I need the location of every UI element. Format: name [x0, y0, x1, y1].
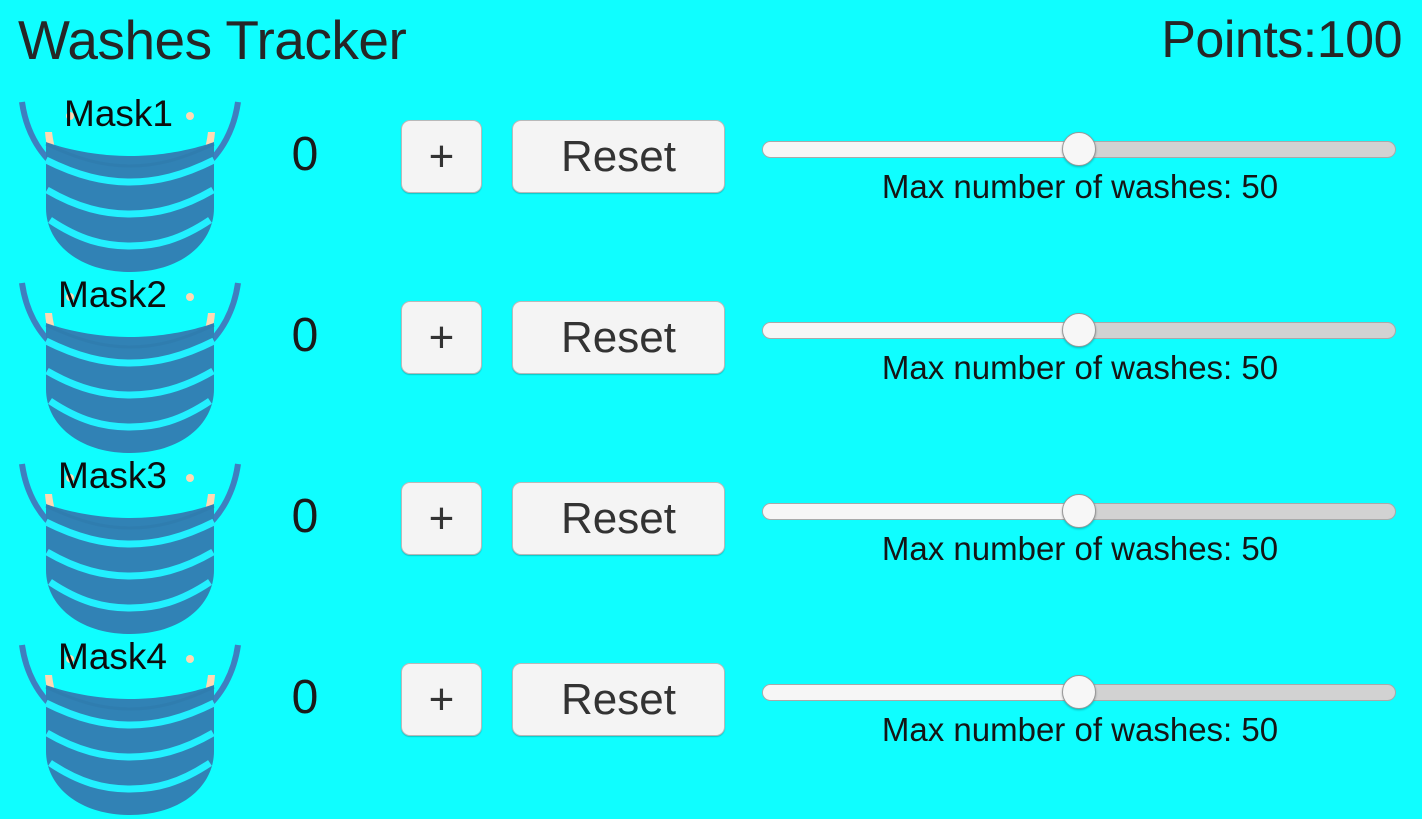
max-washes-slider-fill — [763, 504, 1079, 519]
mask-row-1: Mask1 0 + Reset Max number of washes: 50 — [0, 93, 1422, 276]
reset-button-1[interactable]: Reset — [512, 120, 725, 193]
mask-label-2: Mask2 — [58, 274, 167, 315]
reset-button-4[interactable]: Reset — [512, 663, 725, 736]
max-washes-caption-1: Max number of washes: 50 — [881, 168, 1279, 205]
points-value: 100 — [1316, 11, 1403, 69]
reset-button-2[interactable]: Reset — [512, 301, 725, 374]
max-washes-slider-thumb-2[interactable] — [1062, 313, 1096, 347]
face-mask-icon: Mask4 — [8, 636, 253, 817]
wash-count-3: 0 — [291, 490, 319, 543]
max-washes-slider-fill — [763, 142, 1079, 157]
increment-button-4[interactable]: + — [401, 663, 482, 736]
max-washes-slider-group: Max number of washes: 50 — [760, 458, 1400, 636]
mask-row-4: Mask4 0 + Reset Max number of washes: 50 — [0, 636, 1422, 819]
wash-count-2: 0 — [291, 309, 319, 362]
mask-row-2: Mask2 0 + Reset Max number of washes: 50 — [0, 274, 1422, 457]
max-washes-slider-thumb-3[interactable] — [1062, 494, 1096, 528]
points-label: Points: — [1161, 11, 1317, 69]
max-washes-slider-group: Max number of washes: 50 — [760, 277, 1400, 455]
mask-label-3: Mask3 — [58, 455, 167, 496]
max-washes-caption-3: Max number of washes: 50 — [881, 530, 1279, 567]
max-washes-slider-fill — [763, 323, 1079, 338]
increment-button-3[interactable]: + — [401, 482, 482, 555]
app-header: Washes Tracker Points:100 — [0, 0, 1422, 80]
page-title: Washes Tracker — [18, 9, 407, 71]
face-mask-icon: Mask2 — [8, 274, 253, 455]
mask-label-4: Mask4 — [58, 636, 167, 677]
max-washes-slider-thumb-4[interactable] — [1062, 675, 1096, 709]
points-display: Points:100 — [1161, 6, 1402, 74]
max-washes-caption-4: Max number of washes: 50 — [881, 711, 1279, 748]
increment-button-1[interactable]: + — [401, 120, 482, 193]
max-washes-slider-fill — [763, 685, 1079, 700]
wash-count-4: 0 — [291, 671, 319, 724]
increment-button-2[interactable]: + — [401, 301, 482, 374]
mask-row-3: Mask3 0 + Reset Max number of washes: 50 — [0, 455, 1422, 638]
max-washes-caption-2: Max number of washes: 50 — [881, 349, 1279, 386]
wash-count-1: 0 — [291, 128, 319, 181]
max-washes-slider-group: Max number of washes: 50 — [760, 639, 1400, 817]
reset-button-3[interactable]: Reset — [512, 482, 725, 555]
face-mask-icon: Mask1 — [8, 93, 253, 274]
mask-label-1: Mask1 — [64, 93, 173, 134]
max-washes-slider-thumb-1[interactable] — [1062, 132, 1096, 166]
max-washes-slider-group: Max number of washes: 50 — [760, 96, 1400, 274]
face-mask-icon: Mask3 — [8, 455, 253, 636]
